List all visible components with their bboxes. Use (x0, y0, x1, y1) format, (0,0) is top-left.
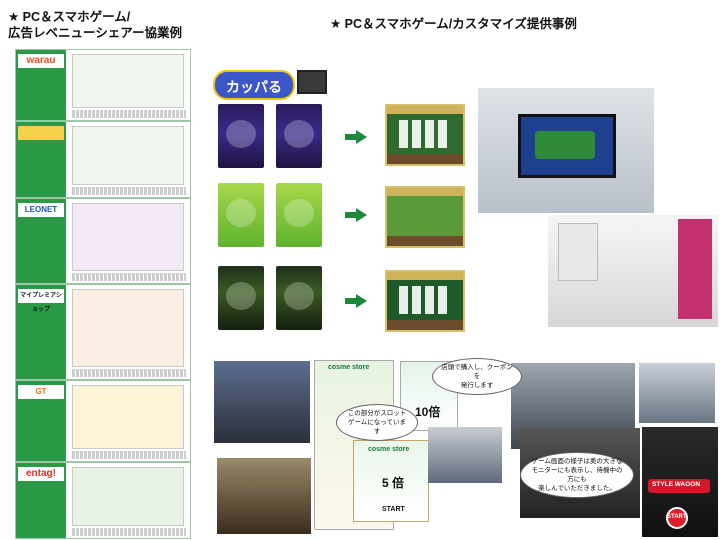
stylewagon-start: START (667, 514, 687, 520)
cosme-poster (353, 440, 429, 522)
poster-start-label: START (382, 506, 405, 513)
partner-logo-cell: マイプレミアショップ (16, 285, 66, 379)
poster-times-label: 5 倍 (382, 476, 405, 490)
coupon-speech-bubble: 店頭で購入し、クーポンを 発行します (432, 358, 522, 395)
partner-screenshot (72, 54, 184, 108)
game-logo: カッパる (213, 70, 295, 100)
partner-logo-cell: GT (16, 381, 66, 461)
event-photo (639, 363, 715, 423)
partner-row: GT (15, 380, 191, 462)
partner-screenshot (72, 385, 184, 449)
partner-screenshot (72, 126, 184, 185)
smartphone-photo (428, 427, 502, 483)
left-heading-line2: 広告レベニューシェアー協業例 (8, 26, 183, 40)
partner-row: LEONET (15, 198, 191, 284)
partner-logo-cell: LEONET (16, 199, 66, 283)
partner-caption (72, 451, 186, 459)
monitor-speech-bubble: ゲーム画面の様子は奥の大きな モニターにも表示し、待機中の方にも 楽しんでいただ… (520, 452, 634, 498)
partner-logo-cell: entag! (16, 463, 66, 538)
right-heading: ★ PC＆スマホゲーム/カスタマイズ提供事例 (330, 17, 577, 31)
monitor-icon (297, 70, 327, 94)
poster-store-name: cosme store (368, 446, 410, 453)
partner-screenshot (72, 203, 184, 271)
arrow-right-icon (345, 294, 367, 308)
game-phone-screenshot (218, 266, 264, 330)
game-phone-screenshot (218, 183, 264, 247)
game-phone-screenshot (276, 104, 322, 168)
partner-logo (18, 126, 64, 140)
mall-photo (214, 361, 310, 443)
partner-caption (72, 110, 186, 118)
partner-caption (72, 528, 186, 536)
custom-game-screen (385, 186, 465, 248)
store-entrance-photo (217, 458, 311, 534)
custom-game-screen (385, 104, 465, 166)
custom-game-screen (385, 270, 465, 332)
left-heading-line1: ★ PC＆スマホゲーム/ (8, 10, 131, 24)
store-photo (548, 215, 718, 327)
partner-row: warau (15, 49, 191, 121)
partner-logo: LEONET (18, 203, 64, 217)
arrow-right-icon (345, 208, 367, 222)
event-booth-photo (478, 88, 654, 213)
stylewagon-label: STYLE WAGON (652, 481, 701, 488)
partner-caption (72, 187, 186, 195)
partner-caption (72, 369, 186, 377)
game-phone-screenshot (276, 266, 322, 330)
partner-screenshot (72, 289, 184, 367)
partner-screenshot (72, 467, 184, 526)
partner-logo: warau (18, 54, 64, 68)
arrow-right-icon (345, 130, 367, 144)
partner-logo: マイプレミアショップ (18, 289, 64, 313)
left-heading: ★ PC＆スマホゲーム/ 広告レベニューシェアー協業例 (8, 9, 182, 41)
game-phone-screenshot (218, 104, 264, 168)
partner-logo-cell (16, 122, 66, 197)
partner-row (15, 121, 191, 198)
poster-times-label: 10倍 (415, 405, 441, 419)
partner-logo-cell: warau (16, 50, 66, 120)
partner-row: entag! (15, 462, 191, 539)
game-phone-screenshot (276, 183, 322, 247)
stylewagon-photo (642, 427, 718, 537)
partner-row: マイプレミアショップ (15, 284, 191, 380)
partner-caption (72, 273, 186, 281)
slot-speech-bubble: この部分がスロット ゲームになっています (336, 404, 418, 441)
poster-store-name: cosme store (328, 364, 370, 371)
partner-logo: GT (18, 385, 64, 399)
partner-table: warau LEONET マイプレミアショップ GT entag! (15, 49, 191, 539)
partner-logo: entag! (18, 467, 64, 481)
